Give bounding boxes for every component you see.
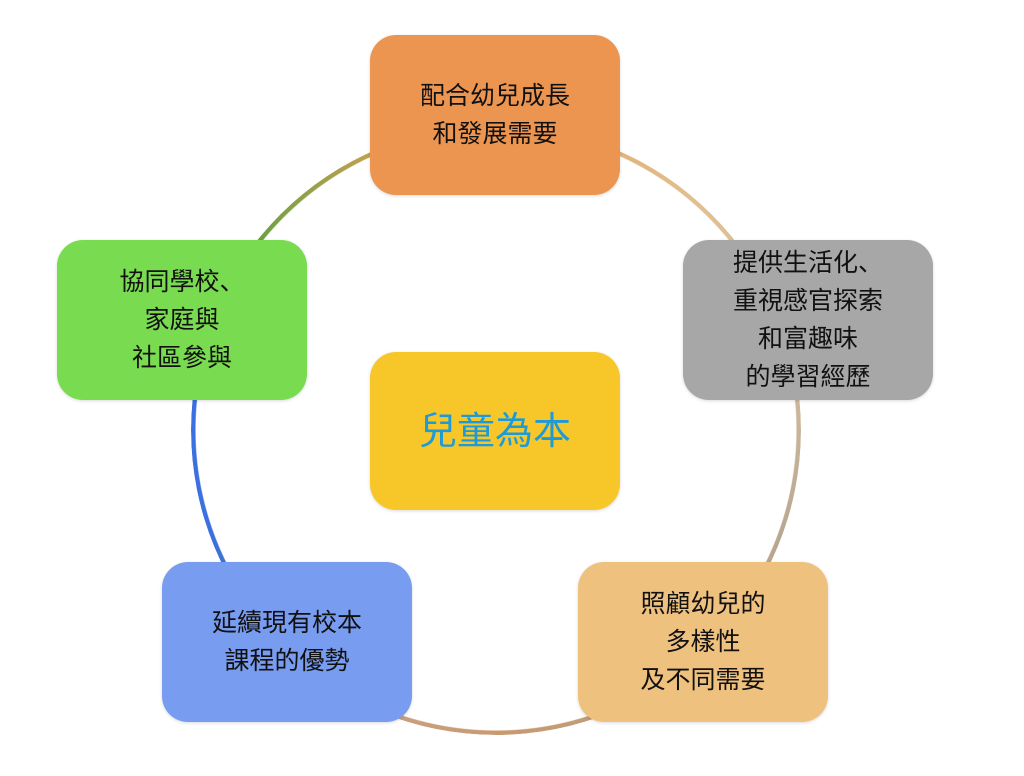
- node-school-curriculum: 延續現有校本 課程的優勢: [162, 562, 412, 722]
- node-label: 照顧幼兒的 多樣性 及不同需要: [640, 589, 766, 694]
- node-label: 配合幼兒成長 和發展需要: [419, 81, 570, 148]
- center-label: 兒童為本: [418, 409, 571, 453]
- center-node: 兒童為本: [370, 352, 620, 510]
- node-learning-experience: 提供生活化、 重視感官探索 和富趣味 的學習經歷: [683, 240, 933, 400]
- node-community: 協同學校、 家庭與 社區參與: [57, 240, 307, 400]
- node-diversity: 照顧幼兒的 多樣性 及不同需要: [578, 562, 828, 722]
- node-child-development: 配合幼兒成長 和發展需要: [370, 35, 620, 195]
- node-label: 提供生活化、 重視感官探索 和富趣味 的學習經歷: [732, 248, 883, 391]
- node-label: 延續現有校本 課程的優勢: [211, 608, 362, 675]
- node-label: 協同學校、 家庭與 社區參與: [119, 267, 245, 372]
